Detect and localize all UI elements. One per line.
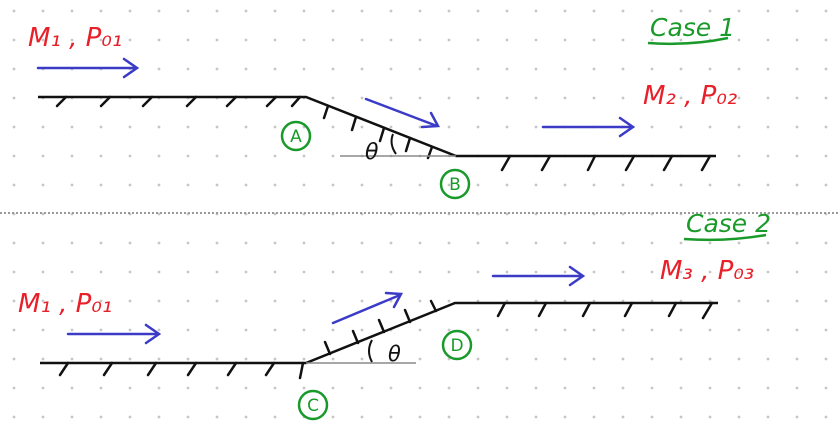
case-2-corner-flow-arrow (331, 291, 404, 325)
case-2-angle-symbol: θ (388, 342, 401, 366)
case-1-group: Case 1 M₁ , P₀₁ M₂ , P₀₂ (28, 13, 737, 200)
case-2-downstream-label: M₃ , P₀₃ (660, 256, 754, 286)
case-2-title-underline (683, 233, 767, 242)
case-2-angle-arc (368, 339, 373, 363)
case-2-upstream-flow-arrow (66, 323, 162, 345)
case-2-corner-c-marker (297, 389, 329, 421)
case-2-wall-hatching (58, 299, 714, 380)
case-1-upstream-label: M₁ , P₀₁ (28, 23, 122, 53)
case-2-group: Case 2 M₁ , P₀₁ M₃ , P₀₃ (18, 209, 771, 421)
case-1-corner-b-marker (439, 168, 471, 200)
case-1-corner-a-label: A (290, 127, 302, 147)
case-1-downstream-label: M₂ , P₀₂ (643, 81, 737, 111)
case-1-angle-symbol: θ (365, 140, 379, 165)
case-1-downstream-flow-arrow (541, 116, 636, 138)
case-2-corner-c-label: C (307, 396, 319, 416)
case-1-upstream-flow-arrow (36, 57, 140, 79)
case-2-downstream-flow-arrow (491, 265, 586, 287)
case-1-corner-b-label: B (449, 175, 461, 195)
case-2-upstream-label: M₁ , P₀₁ (18, 289, 112, 319)
case-1-title: Case 1 (650, 13, 735, 42)
case-2-corner-d-label: D (450, 336, 463, 356)
case-1-corner-a-marker (280, 120, 312, 152)
case-1-angle-arc (390, 133, 397, 155)
case-2-title: Case 2 (686, 209, 771, 238)
case-2-corner-d-marker (441, 329, 473, 361)
case-2-wall (40, 301, 718, 365)
case-1-corner-flow-arrow (364, 97, 441, 129)
case-1-title-underline (647, 36, 729, 46)
case-1-wall-hatching (55, 95, 712, 172)
case-1-wall (38, 95, 716, 158)
